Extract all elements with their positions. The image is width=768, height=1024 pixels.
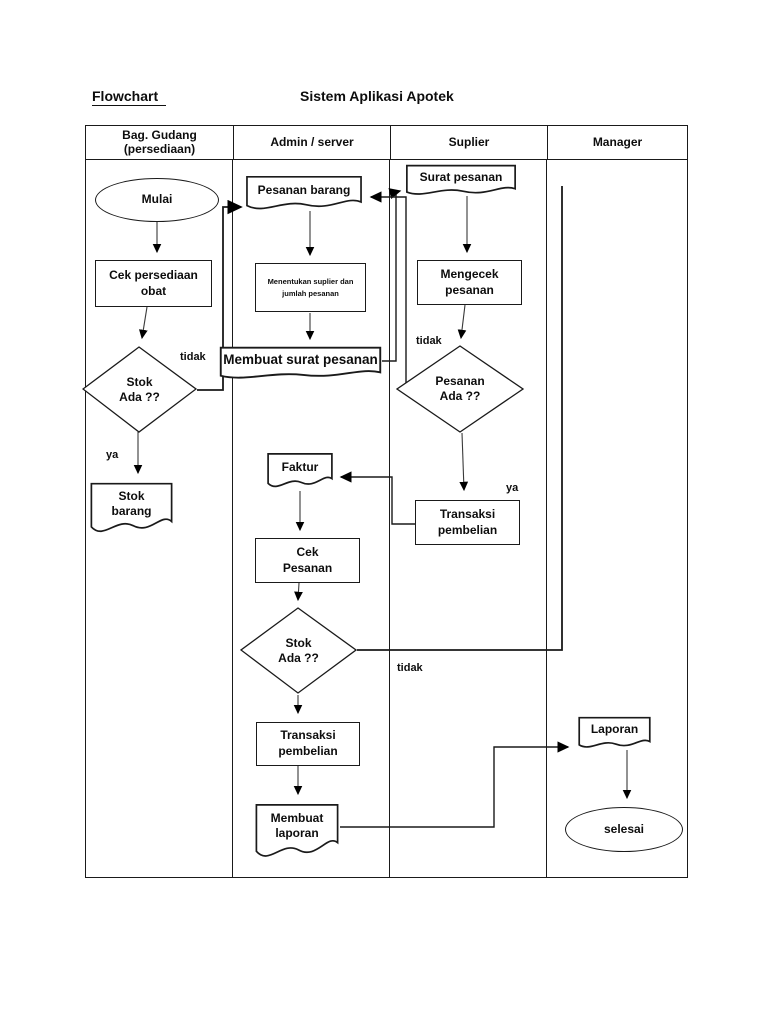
node-stok-barang-document: Stok barang (90, 481, 173, 535)
node-pesanan-ada-decision: Pesanan Ada ?? (396, 345, 524, 433)
lane-header-row: Bag. Gudang (persediaan) Admin / server … (86, 126, 687, 160)
node-pesanan-ada-label: Pesanan Ada ?? (435, 374, 485, 403)
node-cek-pesanan-label: Cek Pesanan (282, 544, 333, 575)
node-membuat-laporan-label: Membuat laporan (270, 811, 324, 840)
node-faktur-label: Faktur (281, 459, 319, 474)
node-cek-pesanan-process: Cek Pesanan (255, 538, 360, 583)
diagram-title: Sistem Aplikasi Apotek (300, 88, 454, 104)
node-faktur-document: Faktur (267, 452, 333, 490)
lane-divider-3 (546, 159, 547, 877)
node-pesanan-barang-label: Pesanan barang (257, 182, 351, 197)
node-transaksi-admin-process: Transaksi pembelian (256, 722, 360, 766)
edge-label-ya-gudang: ya (106, 449, 119, 461)
node-stok-ada-admin-label: Stok Ada ?? (278, 635, 319, 665)
edge-label-tidak-pesanan: tidak (416, 335, 442, 347)
node-faktur-labelbox: Faktur (267, 452, 333, 482)
node-pesanan-ada-labelbox: Pesanan Ada ?? (396, 345, 524, 433)
node-pesanan-barang-document: Pesanan barang (245, 175, 363, 211)
lane-header-suplier: Suplier (391, 126, 548, 159)
node-laporan-label: Laporan (590, 722, 639, 736)
node-membuat-laporan-document: Membuat laporan (255, 802, 339, 860)
node-mulai-label: Mulai (141, 192, 173, 207)
page-title: Flowchart (92, 88, 167, 106)
swimlane-table: Bag. Gudang (persediaan) Admin / server … (85, 125, 688, 878)
node-menentukan-suplier-process: Menentukan suplier dan jumlah pesanan (255, 263, 366, 312)
node-stok-ada-admin-decision: Stok Ada ?? (240, 607, 357, 694)
node-laporan-document: Laporan (578, 716, 651, 750)
node-stok-ada-gudang-decision: Stok Ada ?? (82, 346, 197, 433)
node-laporan-labelbox: Laporan (578, 716, 651, 743)
node-membuat-surat-document: Membuat surat pesanan (218, 346, 383, 380)
node-stok-barang-label: Stok barang (111, 489, 152, 518)
node-stok-ada-admin-labelbox: Stok Ada ?? (240, 607, 357, 694)
node-mengecek-pesanan-process: Mengecek pesanan (417, 260, 522, 305)
node-membuat-laporan-labelbox: Membuat laporan (255, 802, 339, 850)
lane-header-gudang: Bag. Gudang (persediaan) (86, 126, 234, 159)
node-transaksi-admin-label: Transaksi pembelian (278, 728, 338, 758)
node-transaksi-suplier-process: Transaksi pembelian (415, 500, 520, 545)
node-cek-persediaan-process: Cek persediaan obat (95, 260, 212, 307)
lane-header-manager: Manager (592, 134, 643, 149)
edge-label-tidak-admin: tidak (397, 662, 423, 674)
node-menentukan-suplier-label: Menentukan suplier dan jumlah pesanan (267, 277, 354, 298)
node-pesanan-barang-labelbox: Pesanan barang (245, 175, 363, 205)
node-selesai-label: selesai (603, 821, 645, 836)
edge-label-tidak-gudang: tidak (180, 351, 206, 363)
node-surat-pesanan-labelbox: Surat pesanan (405, 164, 517, 191)
node-cek-persediaan-label: Cek persediaan obat (109, 267, 198, 298)
node-surat-pesanan-label: Surat pesanan (419, 170, 503, 184)
node-stok-ada-gudang-label: Stok Ada ?? (119, 374, 160, 404)
node-mengecek-pesanan-label: Mengecek pesanan (440, 266, 499, 297)
node-membuat-surat-label: Membuat surat pesanan (223, 352, 378, 368)
edge-label-ya-pesanan: ya (506, 482, 519, 494)
node-membuat-surat-labelbox: Membuat surat pesanan (218, 346, 383, 375)
node-mulai-terminator: Mulai (95, 178, 219, 222)
lane-header-admin: Admin / server (234, 126, 391, 159)
node-stok-ada-gudang-labelbox: Stok Ada ?? (82, 346, 197, 433)
lane-divider-2 (389, 159, 390, 877)
node-surat-pesanan-document: Surat pesanan (405, 164, 517, 197)
node-selesai-terminator: selesai (565, 807, 683, 852)
node-transaksi-suplier-label: Transaksi pembelian (437, 506, 498, 537)
node-stok-barang-labelbox: Stok barang (90, 481, 173, 527)
lane-divider-1 (232, 159, 233, 877)
